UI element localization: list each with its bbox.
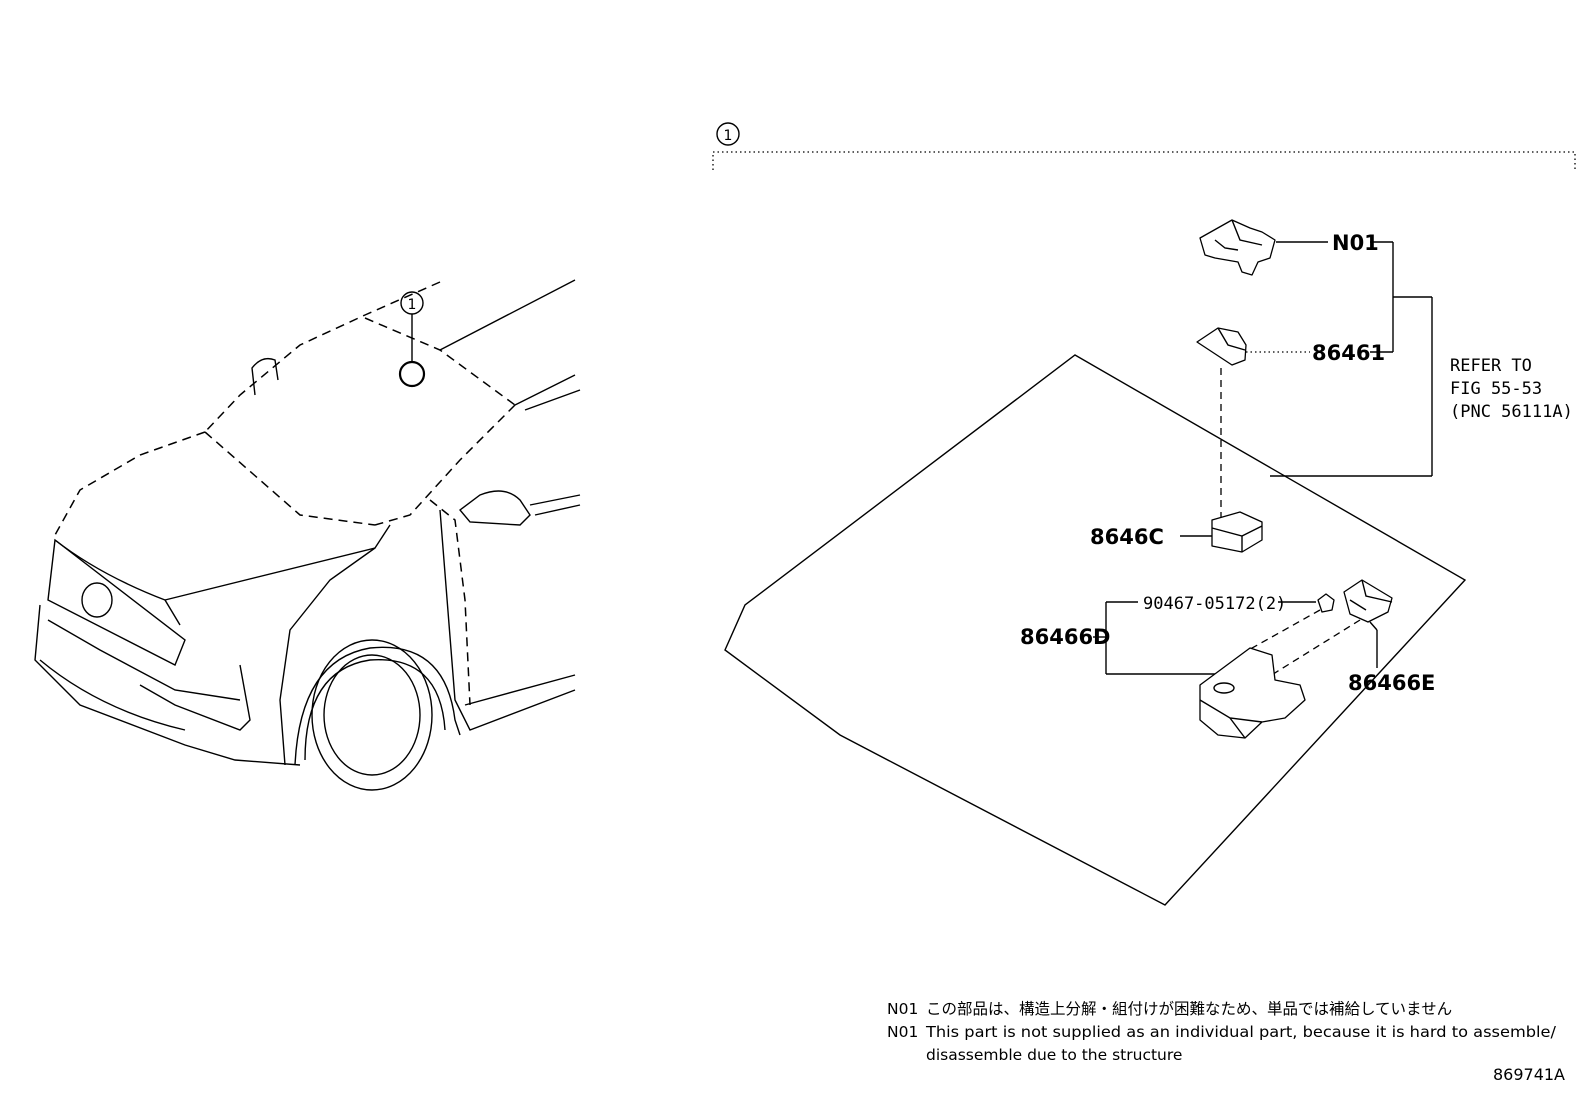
part-90467-clip xyxy=(1317,593,1335,613)
part-n01 xyxy=(1199,219,1276,276)
vehicle-overview: 1 xyxy=(34,279,581,791)
label-n01: N01 xyxy=(1332,231,1379,255)
notes: N01 この部品は、構造上分解・組付けが困難なため、単品では補給していません N… xyxy=(887,1000,1557,1064)
assembly-callout-1 xyxy=(716,122,740,146)
label-86466E: 86466E xyxy=(1348,671,1435,695)
part-8646C xyxy=(1211,511,1263,553)
refer-line-1: REFER TO xyxy=(1450,356,1532,376)
assembly-bracket: 1 xyxy=(712,122,1576,170)
note-english-1: This part is not supplied as an individu… xyxy=(925,1023,1557,1041)
note-english-2: disassemble due to the structure xyxy=(926,1046,1182,1064)
note-japanese: この部品は、構造上分解・組付けが困難なため、単品では補給していません xyxy=(926,1000,1452,1018)
figure-id: 869741A xyxy=(1493,1065,1565,1084)
label-90467: 90467-05172(2) xyxy=(1143,594,1286,614)
note-code-jp: N01 xyxy=(887,1000,918,1018)
label-8646C: 8646C xyxy=(1090,525,1164,549)
part-86466D xyxy=(1199,647,1306,739)
vehicle-callout-1 xyxy=(400,291,424,315)
part-86466E xyxy=(1343,579,1393,623)
note-code-en: N01 xyxy=(887,1023,918,1041)
label-86461: 86461 xyxy=(1312,341,1385,365)
refer-line-3: (PNC 56111A) xyxy=(1450,402,1573,422)
refer-line-2: FIG 55-53 xyxy=(1450,379,1542,399)
part-86461 xyxy=(1196,327,1247,366)
assembly-callout-number: 1 xyxy=(724,128,733,144)
vehicle-callout-number: 1 xyxy=(408,297,417,313)
windshield-outline xyxy=(724,354,1467,906)
